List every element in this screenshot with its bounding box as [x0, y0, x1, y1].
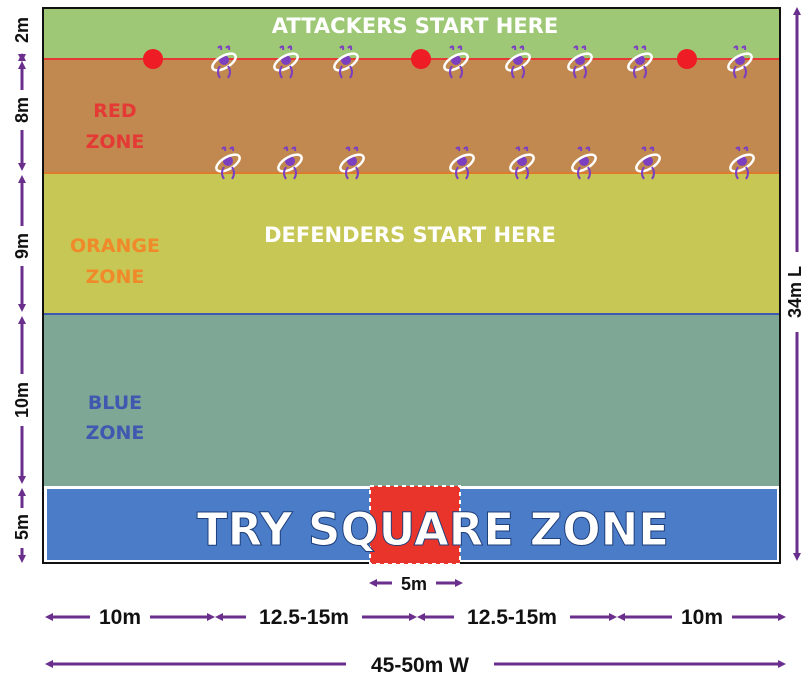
- cone-marker: [411, 49, 431, 69]
- depth-label-red: 8m: [12, 97, 32, 123]
- square-width-label: 5m: [401, 574, 427, 594]
- depth-label-try: 5m: [12, 514, 32, 540]
- blue-zone-label-1: BLUE: [88, 392, 142, 414]
- depth-label-attackers: 2m: [12, 17, 32, 43]
- try-zone-label: TRY SQUARE ZONE: [197, 503, 669, 556]
- blue-zone: [43, 314, 780, 486]
- orange-zone: [43, 173, 780, 314]
- attackers-zone: [43, 8, 780, 59]
- red-zone: [43, 59, 780, 173]
- depth-label-blue: 10m: [12, 382, 32, 418]
- total-width-label: 45-50m W: [371, 654, 469, 677]
- length-label: 34m L: [785, 266, 801, 318]
- cone-marker: [677, 49, 697, 69]
- orange-zone-label-1: ORANGE: [70, 235, 160, 257]
- cone-marker: [143, 49, 163, 69]
- attackers-label: ATTACKERS START HERE: [272, 14, 558, 38]
- width-label-3: 12.5-15m: [467, 606, 557, 629]
- red-zone-label-1: RED: [93, 100, 136, 122]
- depth-label-orange: 9m: [12, 233, 32, 259]
- try-square: [369, 485, 461, 565]
- orange-zone-label-2: ZONE: [86, 266, 145, 288]
- width-label-2: 12.5-15m: [259, 606, 349, 629]
- defenders-label: DEFENDERS START HERE: [264, 223, 556, 247]
- red-zone-label-2: ZONE: [86, 131, 145, 153]
- width-label-4: 10m: [681, 606, 723, 629]
- width-label-1: 10m: [99, 606, 141, 629]
- blue-zone-label-2: ZONE: [86, 422, 145, 444]
